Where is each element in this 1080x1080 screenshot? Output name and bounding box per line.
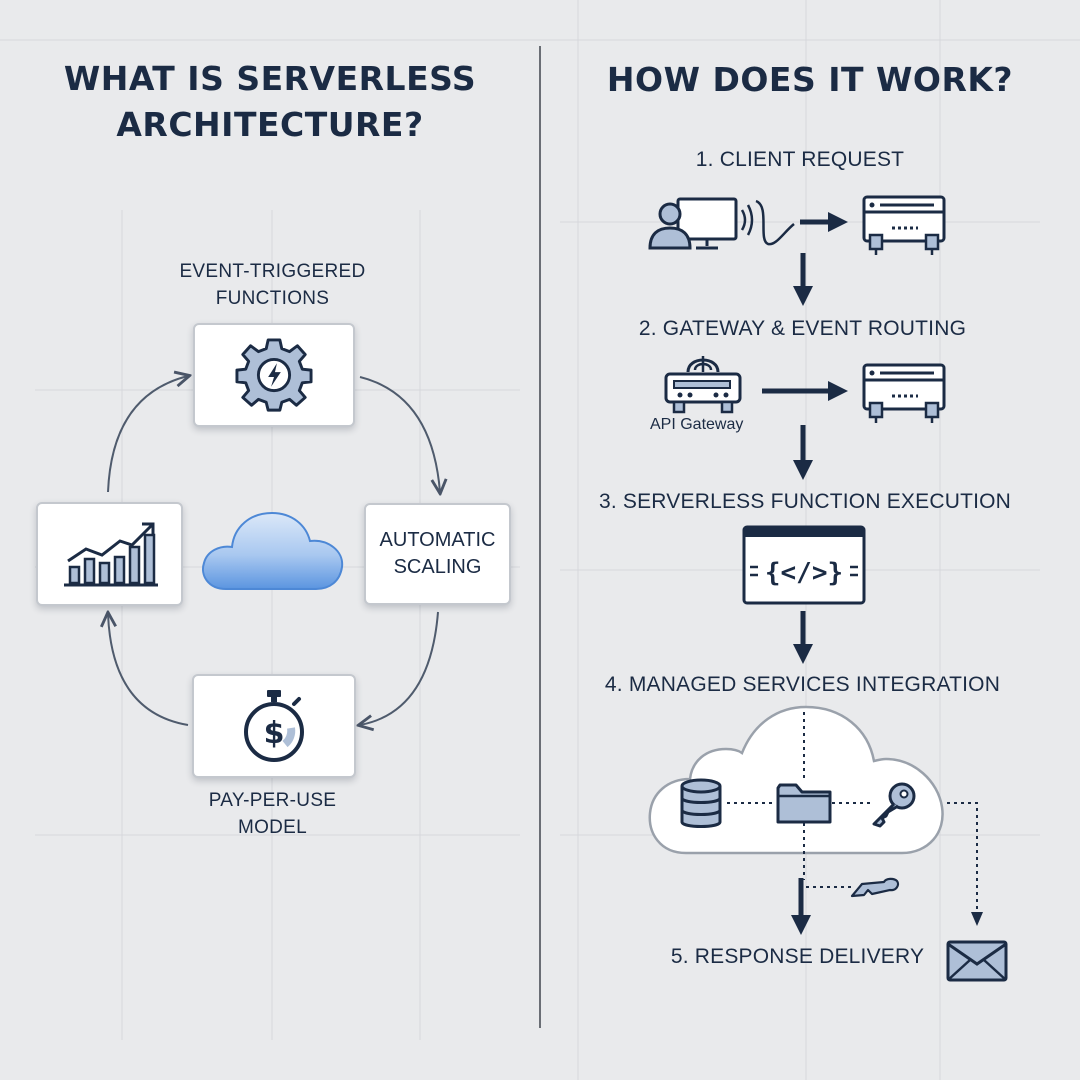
left-title-line2: ARCHITECTURE? xyxy=(116,105,424,144)
folder-icon xyxy=(776,783,832,824)
user-computer-icon xyxy=(648,197,795,250)
key-icon xyxy=(850,877,900,898)
server-icon xyxy=(862,363,946,423)
step-4-label: 4. MANAGED SERVICES INTEGRATION xyxy=(604,673,1001,696)
center-divider xyxy=(539,46,541,1028)
pay-per-use-card: $ xyxy=(192,674,356,778)
step-5-label: 5. RESPONSE DELIVERY xyxy=(670,945,925,968)
svg-text:{</>}: {</>} xyxy=(765,558,843,588)
event-functions-card xyxy=(193,323,355,427)
services-cloud xyxy=(648,705,944,855)
left-title: WHAT IS SERVERLESS ARCHITECTURE? xyxy=(20,56,520,148)
event-triggered-label: EVENT-TRIGGERED FUNCTIONS xyxy=(179,261,366,309)
stopwatch-dollar-icon: $ xyxy=(244,690,304,762)
right-title: HOW DOES IT WORK? xyxy=(606,60,1014,99)
step-1-label: 1. CLIENT REQUEST xyxy=(695,148,905,171)
left-title-line1: WHAT IS SERVERLESS xyxy=(63,59,477,98)
automatic-scaling-card: AUTOMATIC SCALING xyxy=(364,503,511,605)
growth-chart-card xyxy=(36,502,183,606)
api-gateway-label: API Gateway xyxy=(650,416,744,433)
envelope-icon xyxy=(946,940,1008,982)
growth-chart-icon xyxy=(63,522,158,587)
server-icon xyxy=(862,195,946,255)
pay-per-use-label: PAY-PER-USE MODEL xyxy=(208,790,337,838)
code-window-icon: {</>} xyxy=(742,525,866,605)
automatic-label: AUTOMATIC xyxy=(379,529,496,551)
api-gateway-icon xyxy=(664,356,742,414)
step-3-label: 3. SERVERLESS FUNCTION EXECUTION xyxy=(598,490,1012,513)
step-2-label: 2. GATEWAY & EVENT ROUTING xyxy=(638,317,967,340)
gear-lightning-icon xyxy=(235,338,313,412)
svg-text:$: $ xyxy=(264,716,285,751)
database-icon xyxy=(680,778,722,828)
cloud-icon xyxy=(202,511,344,590)
key-icon xyxy=(872,782,916,828)
scaling-label: SCALING xyxy=(393,556,482,578)
